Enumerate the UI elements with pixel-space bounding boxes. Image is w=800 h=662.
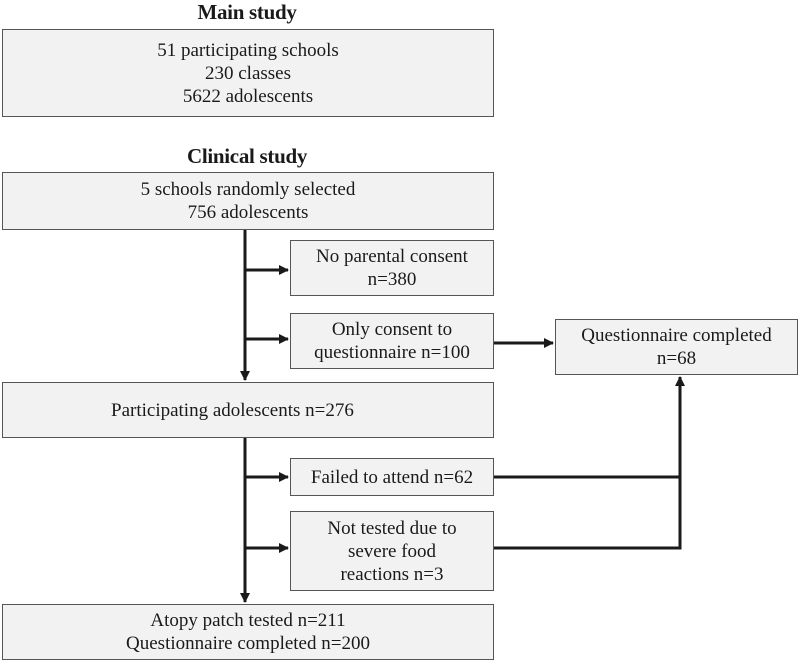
not-tested-line: severe food [347, 540, 437, 562]
main-study-line: 51 participating schools [157, 39, 339, 61]
schools-selected-line: 5 schools randomly selected [140, 179, 356, 200]
no-consent-line: n=380 [367, 269, 417, 290]
connector-not-tested [494, 477, 682, 550]
no-consent-line: No parental consent [316, 246, 468, 267]
not-tested-box: Not tested due to severe food reactions … [290, 511, 494, 591]
questionnaire-completed-line: Questionnaire completed [581, 325, 772, 346]
failed-attend-line: Failed to attend n=62 [310, 466, 474, 488]
main-study-box: 51 participating schools 230 classes 562… [2, 29, 494, 117]
not-tested-line: reactions n=3 [340, 563, 444, 585]
final-box: Atopy patch tested n=211 Questionnaire c… [2, 604, 494, 660]
participating-box: Participating adolescents n=276 [2, 382, 494, 438]
questionnaire-completed-box: Questionnaire completed n=68 [555, 319, 798, 375]
clinical-study-heading: Clinical study [186, 144, 308, 168]
main-study-line: 230 classes [204, 62, 291, 84]
only-questionnaire-line: questionnaire n=100 [314, 342, 470, 363]
participating-line: Participating adolescents n=276 [111, 399, 354, 421]
failed-attend-box: Failed to attend n=62 [290, 458, 494, 496]
schools-selected-box: 5 schools randomly selected 756 adolesce… [2, 172, 494, 230]
final-line: Atopy patch tested n=211 [150, 610, 346, 631]
final-line: Questionnaire completed n=200 [126, 633, 370, 654]
not-tested-line: Not tested due to [327, 517, 457, 539]
questionnaire-completed-line: n=68 [656, 348, 697, 369]
only-questionnaire-box: Only consent to questionnaire n=100 [290, 313, 494, 369]
only-questionnaire-line: Only consent to [331, 319, 453, 340]
schools-selected-line: 756 adolescents [187, 202, 309, 223]
main-study-heading: Main study [197, 0, 297, 24]
no-consent-box: No parental consent n=380 [290, 240, 494, 296]
main-study-line: 5622 adolescents [182, 85, 314, 107]
